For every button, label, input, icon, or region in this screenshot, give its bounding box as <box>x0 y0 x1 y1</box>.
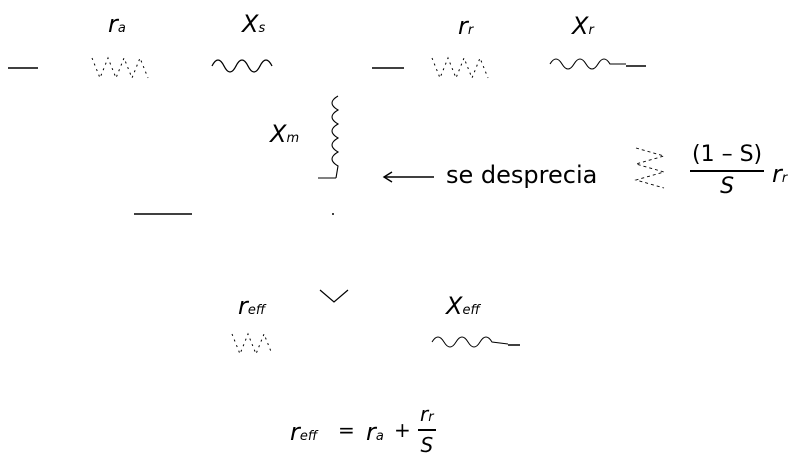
label-xr: Xr <box>572 12 594 40</box>
resistor-reff <box>231 332 273 356</box>
resistor-ra <box>91 56 149 80</box>
inductor-xm <box>331 95 340 179</box>
inductor-xeff <box>431 336 509 348</box>
arrow-text: se desprecia <box>446 161 598 189</box>
transform-chevron <box>319 289 349 303</box>
label-ra: ra <box>108 10 126 38</box>
inductor-xs <box>211 59 273 73</box>
label-xeff: Xeff <box>446 292 480 320</box>
label-rr: rr <box>458 12 474 40</box>
label-xs: Xs <box>242 10 266 38</box>
inductor-xr <box>549 58 626 70</box>
resistor-load <box>634 147 666 189</box>
resistor-rr <box>431 56 489 80</box>
formula-fraction: rr S <box>418 402 436 457</box>
load-fraction-numerator: (1 – S) <box>690 142 765 172</box>
label-reff: reff <box>238 292 266 320</box>
label-xm: Xm <box>270 120 300 148</box>
label-load-rr: rr <box>772 160 788 188</box>
load-fraction-denominator: S <box>720 174 735 199</box>
load-fraction: (1 – S) S <box>690 142 765 199</box>
